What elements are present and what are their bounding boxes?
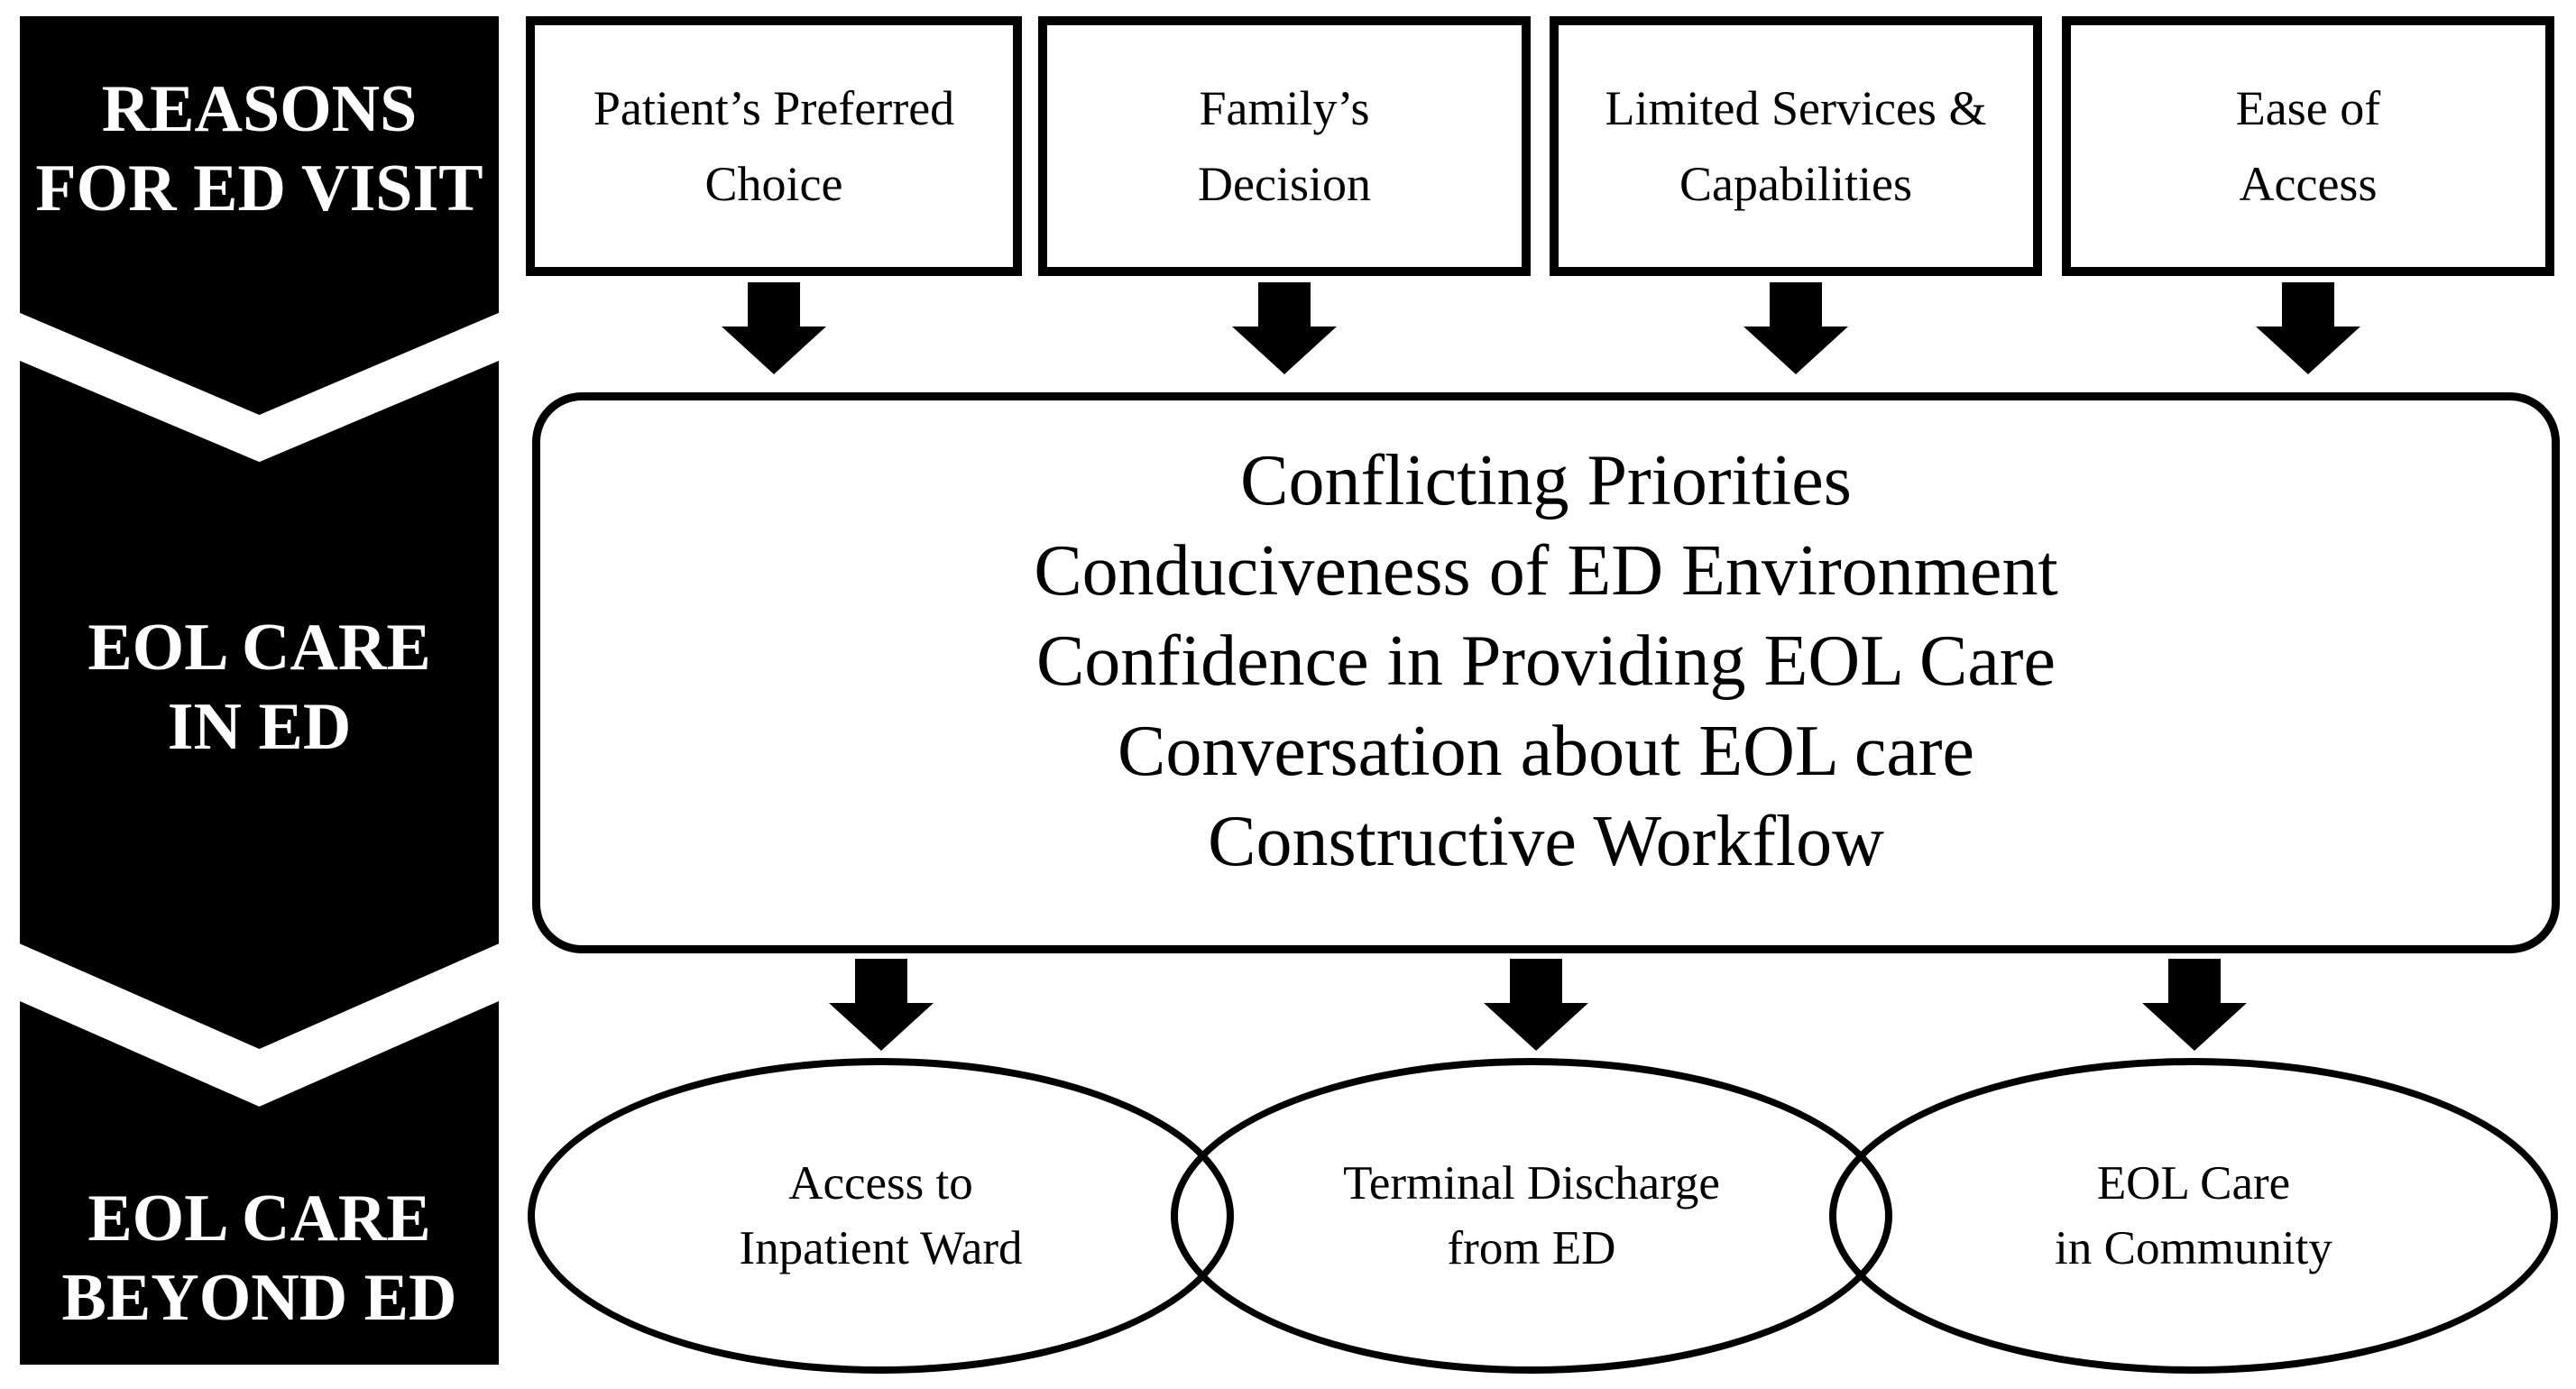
reason-box-limited-services-capabilities: Limited Services & Capabilities bbox=[1550, 16, 2042, 276]
outcome-ellipse-access-to-inpatient-ward: Access to Inpatient Ward bbox=[528, 1058, 1234, 1374]
down-arrow-icon bbox=[829, 959, 934, 1051]
outcome-line: Terminal Discharge bbox=[1343, 1157, 1720, 1210]
reason-box-line: Patient’s Preferred bbox=[593, 81, 955, 135]
down-arrow-icon bbox=[1232, 282, 1337, 374]
ed-care-theme: Conversation about EOL care bbox=[1117, 712, 1975, 791]
stage-banner-label: EOL CARE BEYOND ED bbox=[20, 1179, 499, 1338]
reason-box-line: Family’s bbox=[1199, 81, 1370, 135]
reason-box-line: Ease of bbox=[2235, 81, 2381, 135]
down-arrow-icon bbox=[722, 282, 826, 374]
outcome-line: from ED bbox=[1447, 1222, 1616, 1274]
down-arrow-icon bbox=[1743, 282, 1848, 374]
reason-box-line: Decision bbox=[1198, 157, 1371, 211]
stage-banner-line: FOR ED VISIT bbox=[35, 152, 483, 225]
stage-banner-eol-care-in-ed: EOL CARE IN ED bbox=[20, 361, 499, 1049]
reason-box-line: Access bbox=[2239, 157, 2378, 211]
stage-banner-eol-care-beyond-ed: EOL CARE BEYOND ED bbox=[20, 1001, 499, 1365]
outcome-ellipse-terminal-discharge-from-ed: Terminal Discharge from ED bbox=[1171, 1058, 1892, 1374]
ed-care-theme: Conflicting Priorities bbox=[1240, 441, 1852, 520]
down-arrow-icon bbox=[2256, 282, 2360, 374]
outcome-line: EOL Care bbox=[2096, 1157, 2291, 1210]
reason-box-ease-of-access: Ease of Access bbox=[2062, 16, 2554, 276]
down-arrow-icon bbox=[2142, 959, 2247, 1051]
outcome-line: Access to bbox=[788, 1157, 973, 1210]
stage-banner-label: EOL CARE IN ED bbox=[20, 608, 499, 767]
outcome-line: Inpatient Ward bbox=[739, 1222, 1023, 1274]
stage-banner-line: EOL CARE bbox=[87, 611, 431, 685]
reason-box-line: Limited Services & bbox=[1605, 81, 1987, 135]
eol-care-in-ed-panel: Conflicting Priorities Conduciveness of … bbox=[532, 392, 2560, 953]
ed-care-theme: Constructive Workflow bbox=[1208, 802, 1884, 881]
ed-care-theme: Conduciveness of ED Environment bbox=[1034, 531, 2058, 611]
down-arrow-icon bbox=[1484, 959, 1588, 1051]
ed-care-theme: Confidence in Providing EOL Care bbox=[1035, 621, 2056, 701]
reason-box-familys-decision: Family’s Decision bbox=[1038, 16, 1531, 276]
reason-box-line: Choice bbox=[704, 157, 843, 211]
stage-banner-line: REASONS bbox=[101, 72, 418, 146]
reason-box-line: Capabilities bbox=[1679, 157, 1912, 211]
stage-banner-line: EOL CARE bbox=[87, 1182, 431, 1256]
reason-box-patients-preferred-choice: Patient’s Preferred Choice bbox=[526, 16, 1022, 276]
stage-banner-reasons-for-ed-visit: REASONS FOR ED VISIT bbox=[20, 16, 499, 415]
stage-banner-line: IN ED bbox=[167, 690, 352, 764]
outcome-ellipse-eol-care-in-community: EOL Care in Community bbox=[1829, 1058, 2558, 1374]
stage-banner-line: BEYOND ED bbox=[61, 1261, 457, 1335]
stage-banner-label: REASONS FOR ED VISIT bbox=[20, 69, 499, 228]
outcome-line: in Community bbox=[2055, 1222, 2332, 1274]
